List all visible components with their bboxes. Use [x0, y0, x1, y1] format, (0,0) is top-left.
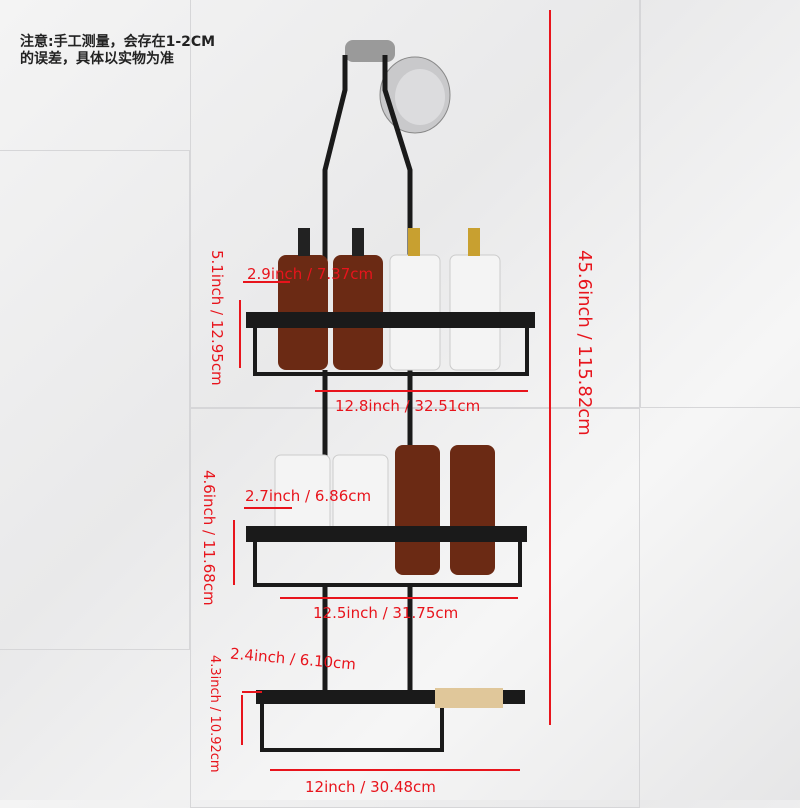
note-line-1: 注意:手工测量，会存在1-2CM: [20, 34, 216, 50]
bottom-shelf: [256, 688, 525, 752]
total-height-label: 45.6inch / 115.82cm: [574, 250, 595, 436]
middle-shelf: [246, 526, 527, 587]
middle-shelf-height-label: 4.6inch / 11.68cm: [200, 470, 218, 606]
note-line-2: 的误差，具体以实物为准: [20, 51, 174, 67]
middle-shelf-width-label: 12.5inch / 31.75cm: [313, 604, 459, 622]
shower-head: [345, 40, 451, 134]
bottom-shelf-width-label: 12inch / 30.48cm: [305, 778, 436, 796]
measurement-note: 注意:手工测量，会存在1-2CM 的误差，具体以实物为准: [20, 34, 260, 68]
top-shelf-depth-label: 2.9inch / 7.37cm: [247, 265, 374, 283]
bottom-shelf-height-label: 4.3inch / 10.92cm: [207, 655, 222, 773]
middle-shelf-bottles: [274, 445, 495, 575]
wall-tile: [640, 0, 800, 408]
top-shelf: [246, 312, 535, 376]
top-shelf-width-label: 12.8inch / 32.51cm: [335, 397, 481, 415]
top-shelf-height-label: 5.1inch / 12.95cm: [208, 250, 226, 386]
top-shelf-bottles: [278, 228, 501, 371]
middle-shelf-depth-label: 2.7inch / 6.86cm: [245, 487, 372, 505]
wall-tile: [190, 0, 640, 408]
dimension-lines: [233, 10, 551, 771]
wall-tile: [0, 150, 190, 650]
